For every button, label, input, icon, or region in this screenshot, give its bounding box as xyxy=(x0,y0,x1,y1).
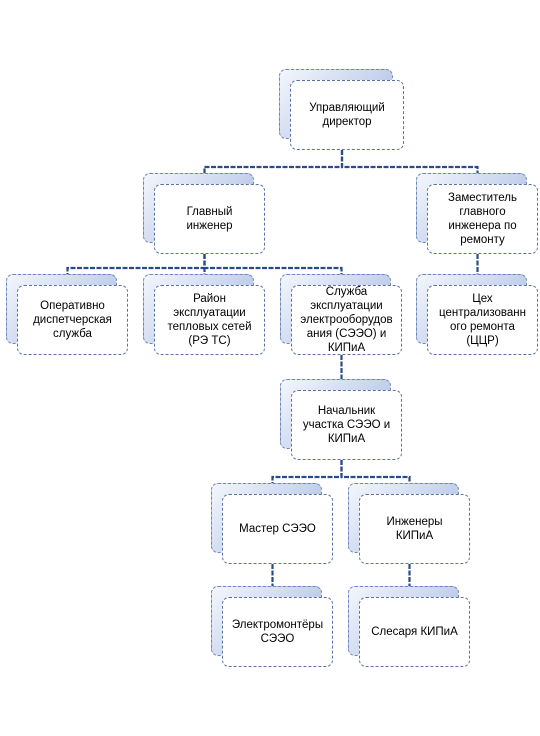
node-master-seeo: Мастер СЭЭО xyxy=(211,483,333,564)
node-box: Инженеры КИПиА xyxy=(359,494,470,564)
node-box: Заместитель главного инженера по ремонту xyxy=(427,184,538,254)
node-box: Цех централизованн ого ремонта (ЦЦР) xyxy=(427,285,538,355)
node-dispatch: Оперативно диспетчерская служба xyxy=(6,274,128,355)
node-box: Район эксплуатации тепловых сетей (РЭ ТС… xyxy=(154,285,265,355)
node-label: Район эксплуатации тепловых сетей (РЭ ТС… xyxy=(167,293,252,347)
node-kipia-engineers: Инженеры КИПиА xyxy=(348,483,470,564)
node-label: Слесаря КИПиА xyxy=(371,626,458,638)
node-heat-district: Район эксплуатации тепловых сетей (РЭ ТС… xyxy=(143,274,265,355)
node-box: Оперативно диспетчерская служба xyxy=(17,285,128,355)
node-deputy-repair: Заместитель главного инженера по ремонту xyxy=(416,173,538,254)
node-central-repair: Цех централизованн ого ремонта (ЦЦР) xyxy=(416,274,538,355)
node-box: Управляющий директор xyxy=(290,80,404,150)
node-box: Служба эксплуатации электрооборудов ания… xyxy=(291,285,402,355)
node-box: Главный инженер xyxy=(154,184,265,254)
node-label: Мастер СЭЭО xyxy=(239,523,316,535)
node-label: Служба эксплуатации электрооборудов ания… xyxy=(300,286,393,354)
node-chief-engineer: Главный инженер xyxy=(143,173,265,254)
node-electricians: Электромонтёры СЭЭО xyxy=(211,586,333,667)
connector-section_head-kipia_engineers xyxy=(340,460,411,483)
node-label: Управляющий директор xyxy=(309,102,385,128)
connector-director-deputy_repair xyxy=(340,150,479,173)
node-label: Оперативно диспетчерская служба xyxy=(33,300,112,340)
node-label: Цех централизованн ого ремонта (ЦЦР) xyxy=(438,293,526,347)
node-label: Электромонтёры СЭЭО xyxy=(231,619,324,645)
node-box: Мастер СЭЭО xyxy=(222,494,333,564)
node-box: Слесаря КИПиА xyxy=(359,597,470,667)
connector-director-chief_engineer xyxy=(203,150,344,173)
node-kipia-fitters: Слесаря КИПиА xyxy=(348,586,470,667)
node-box: Начальник участка СЭЭО и КИПиА xyxy=(291,390,402,460)
node-director: Управляющий директор xyxy=(279,69,404,150)
node-section-head: Начальник участка СЭЭО и КИПиА xyxy=(280,379,402,460)
node-label: Главный инженер xyxy=(186,206,233,232)
connector-section_head-master_seeo xyxy=(271,460,343,483)
node-electro-service: Служба эксплуатации электрооборудов ания… xyxy=(280,274,402,355)
node-label: Заместитель главного инженера по ремонту xyxy=(448,192,517,246)
node-label: Инженеры КИПиА xyxy=(386,516,443,542)
node-label: Начальник участка СЭЭО и КИПиА xyxy=(302,405,391,445)
connector-chief_engineer-dispatch xyxy=(66,254,206,274)
connector-chief_engineer-electro_service xyxy=(203,254,343,274)
node-box: Электромонтёры СЭЭО xyxy=(222,597,333,667)
